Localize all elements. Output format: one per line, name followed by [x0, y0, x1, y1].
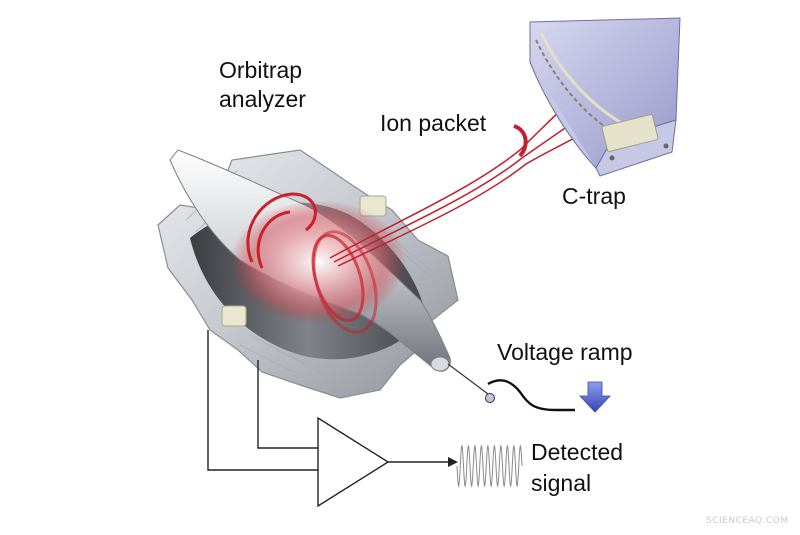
- detection-wiring: [207, 330, 448, 471]
- c-trap: [529, 17, 681, 177]
- voltage-ramp-label: Voltage ramp: [497, 339, 633, 365]
- detected-label-line1: Detected: [531, 439, 624, 465]
- ion-trajectory: [246, 192, 378, 334]
- ion-cloud: [230, 200, 406, 324]
- orbitrap-label-line2: analyzer: [219, 86, 306, 112]
- orbitrap-label-line1: Orbitrap: [219, 57, 303, 83]
- down-arrow-icon: [579, 381, 611, 413]
- voltage-ramp-connection: [447, 363, 495, 403]
- amplifier-symbol: [317, 416, 390, 508]
- output-arrowhead: [448, 457, 458, 467]
- spindle-tip: [430, 356, 450, 372]
- watermark: SCIENCEAQ.COM: [706, 516, 789, 526]
- spacer-bottom: [221, 305, 247, 327]
- orbitrap-analyzer: [157, 149, 459, 399]
- c-trap-label: C-trap: [562, 183, 626, 209]
- ion-packet-label: Ion packet: [380, 110, 487, 136]
- ion-packet-marker: [513, 124, 528, 158]
- detected-label-line2: signal: [531, 470, 592, 496]
- detected-signal-waveform: [456, 444, 523, 488]
- voltage-ramp-curve: [487, 379, 575, 412]
